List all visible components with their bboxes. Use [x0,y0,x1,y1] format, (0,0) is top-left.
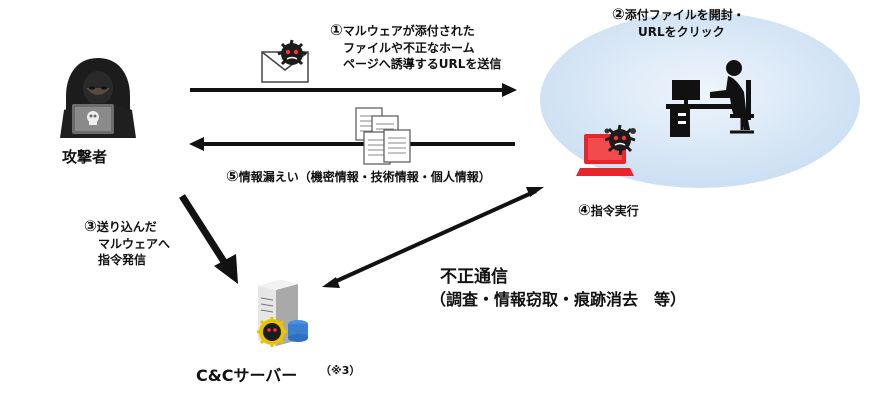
step2-line1: 添付ファイルを開封・ [624,8,745,22]
attacker-label: 攻撃者 [62,148,108,166]
attacker-icon [60,58,136,138]
step3-number: ③ [84,217,97,235]
arrow-info-leak [189,137,515,151]
step3-label: ③送り込んだ [84,218,157,235]
step5-number: ⑤ [226,167,239,185]
malware-email-icon [261,39,309,83]
step3-line1: 送り込んだ [96,220,157,234]
cc-server-icon [256,280,308,347]
step1-line3: ページへ誘導するURLを送信 [343,57,502,71]
step1-label: ①マルウェアが添付された [330,22,475,39]
arrow-command [179,194,238,284]
arrow-illegal-communication [322,187,544,288]
step4-text: 指令実行 [590,204,639,218]
step3-line3: 指令発信 [98,253,147,267]
step4-number: ④ [578,201,591,219]
illegal-comm-detail: （調査・情報窃取・痕跡消去 等） [430,290,687,309]
step5-text: 情報漏えい（機密情報・技術情報・個人情報） [238,170,491,184]
documents-icon [355,107,411,165]
step5-label: ⑤情報漏えい（機密情報・技術情報・個人情報） [226,168,491,185]
step1-line2: ファイルや不正なホーム [343,41,475,55]
step2-number: ② [612,5,625,23]
step4-label: ④指令実行 [578,202,639,219]
cc-server-label: C&Cサーバー [196,366,298,385]
step1-line1: マルウェアが添付された [342,24,475,38]
step2-line2: URLをクリック [638,25,725,39]
illegal-comm-title: 不正通信 [440,267,508,287]
step3-line2: マルウェアへ [98,237,171,251]
step1-number: ① [330,21,343,39]
victim-person-icon [666,60,754,137]
infected-laptop-icon [576,124,636,176]
cc-server-note: （※3） [320,364,361,377]
step2-label: ②添付ファイルを開封・ [612,6,745,23]
arrow-send-malware [190,83,517,97]
